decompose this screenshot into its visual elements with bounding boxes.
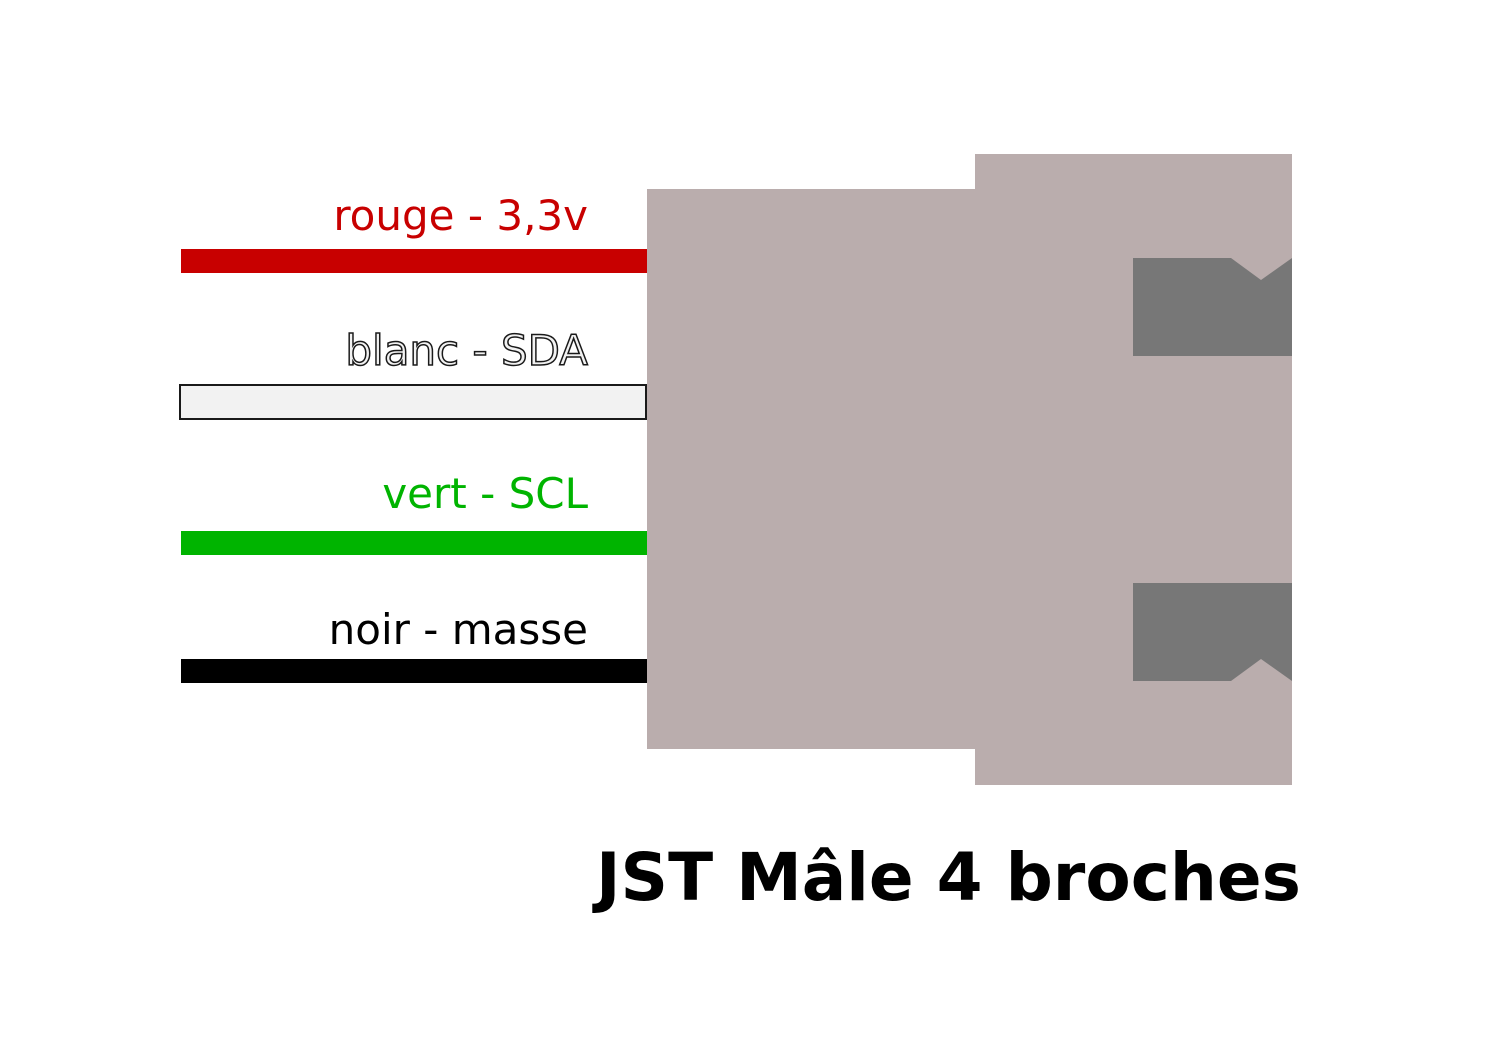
wire-label-red: rouge - 3,3v [333,191,588,240]
wire-label-black: noir - masse [328,605,588,654]
connector-housing-front [975,154,1292,785]
latch-bottom-shape [1133,583,1292,681]
wire-red [181,249,651,273]
wire-white [179,384,647,420]
wire-label-green: vert - SCL [382,469,588,518]
connector-latch-bottom [1133,583,1292,681]
diagram-title: JST Mâle 4 broches [596,839,1301,916]
wire-green [181,531,649,555]
connector-housing-rear [647,189,975,749]
latch-top-shape [1133,258,1292,356]
wire-label-white: blanc - SDA [345,326,589,376]
wire-black [181,659,651,683]
connector-latch-top [1133,258,1292,356]
